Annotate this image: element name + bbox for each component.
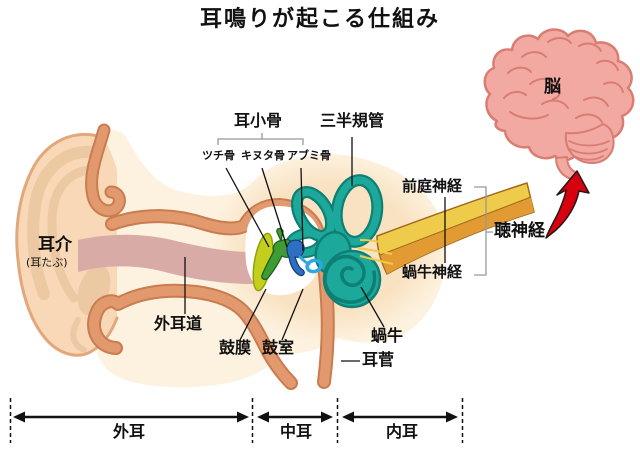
label-incus: キヌタ骨 xyxy=(241,149,285,162)
label-malleus: ツチ骨 xyxy=(202,149,235,162)
label-stapes: アブミ骨 xyxy=(287,149,331,162)
label-pointer-lines xyxy=(184,137,446,362)
label-scale-inner-ear: 内耳 xyxy=(386,422,419,441)
label-ossicles: 耳小骨 xyxy=(234,111,283,130)
label-brackets xyxy=(217,133,493,276)
label-semicircular-canals: 三半規管 xyxy=(320,111,385,130)
label-brain: 脳 xyxy=(544,77,561,97)
scale-arrowheads xyxy=(13,411,458,423)
label-tympanic-cavity: 鼓室 xyxy=(262,338,295,357)
label-scale-middle-ear: 中耳 xyxy=(280,422,313,441)
label-auditory-nerve: 聴神経 xyxy=(494,221,545,241)
label-pinna-sub: (耳たぶ) xyxy=(26,256,68,269)
ear-canal-walls xyxy=(85,123,335,390)
region-scale xyxy=(9,398,464,443)
incus-shape xyxy=(286,239,305,277)
cerebellum xyxy=(564,122,615,165)
ear-canal-lumen xyxy=(78,234,254,284)
brain-gyri xyxy=(503,37,624,123)
label-scale-outer-ear: 外耳 xyxy=(113,422,146,441)
nerve-fibers xyxy=(357,239,394,265)
brain-illustration xyxy=(483,28,635,181)
label-cochlear-nerve: 蝸牛神経 xyxy=(402,263,463,281)
cochlea-spiral xyxy=(323,254,377,304)
ossicles-shapes xyxy=(261,227,323,281)
auditory-nerve xyxy=(376,182,535,275)
label-eardrum: 鼓膜 xyxy=(219,338,252,357)
stapes-shape xyxy=(298,255,323,274)
label-eustachian-tube: 耳菅 xyxy=(362,350,395,369)
label-pinna: 耳介 xyxy=(38,235,72,255)
label-cochlea: 蝸牛 xyxy=(371,326,404,345)
page-title: 耳鳴りが起こる仕組み xyxy=(199,7,440,32)
label-ear-canal: 外耳道 xyxy=(154,314,203,333)
label-vestibular-nerve: 前庭神経 xyxy=(402,177,463,195)
signal-arrow xyxy=(545,170,590,239)
